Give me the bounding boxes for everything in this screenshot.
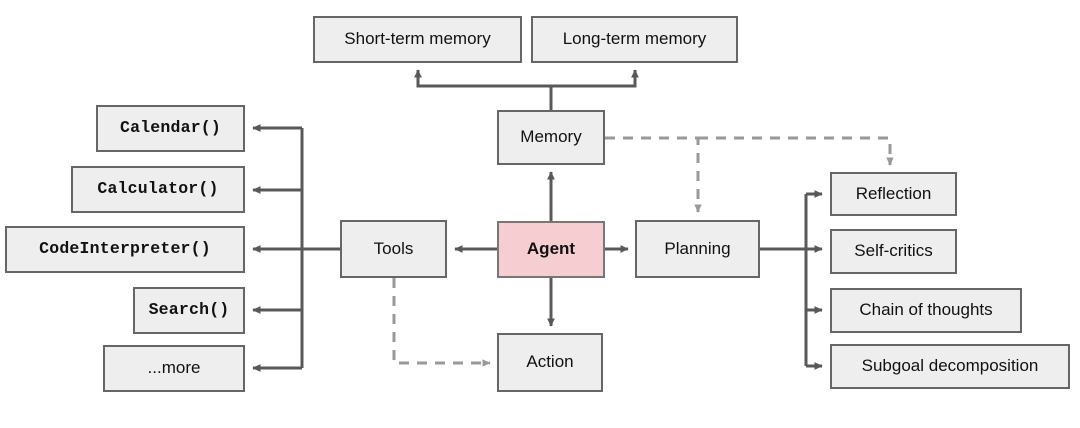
node-label: Short-term memory (344, 29, 491, 49)
node-label: ...more (147, 358, 201, 378)
node-label: Reflection (855, 183, 932, 203)
node-self-critics[interactable]: Self-critics (830, 229, 957, 274)
node-label: Self-critics (854, 241, 933, 261)
node-label: Action (526, 352, 574, 372)
node-subgoal-decomposition[interactable]: Subgoal decomposition (830, 344, 1070, 389)
node-label: Calendar() (119, 118, 222, 138)
node-label: Chain of thoughts (859, 300, 993, 320)
node-label: CodeInterpreter() (39, 239, 211, 259)
node-search-tool[interactable]: Search() (133, 287, 245, 334)
node-chain-of-thoughts[interactable]: Chain of thoughts (830, 288, 1022, 333)
node-label: Agent (526, 239, 576, 259)
node-label: Planning (664, 238, 731, 258)
node-planning[interactable]: Planning (635, 220, 760, 278)
node-calendar-tool[interactable]: Calendar() (96, 105, 245, 152)
node-tools[interactable]: Tools (340, 220, 447, 278)
node-label: Subgoal decomposition (861, 356, 1039, 376)
node-label: Tools (373, 238, 414, 258)
node-short-term-memory[interactable]: Short-term memory (313, 16, 522, 63)
node-long-term-memory[interactable]: Long-term memory (531, 16, 738, 63)
node-reflection[interactable]: Reflection (830, 172, 957, 216)
node-action[interactable]: Action (497, 333, 603, 392)
node-calculator-tool[interactable]: Calculator() (71, 166, 245, 213)
node-label: Calculator() (97, 179, 219, 199)
node-more-tools[interactable]: ...more (103, 345, 245, 392)
node-agent[interactable]: Agent (497, 221, 605, 278)
node-memory[interactable]: Memory (497, 110, 605, 165)
node-label: Long-term memory (562, 29, 707, 49)
node-label: Search() (148, 300, 230, 320)
node-label: Memory (520, 127, 582, 147)
node-code-interpreter-tool[interactable]: CodeInterpreter() (5, 226, 245, 273)
